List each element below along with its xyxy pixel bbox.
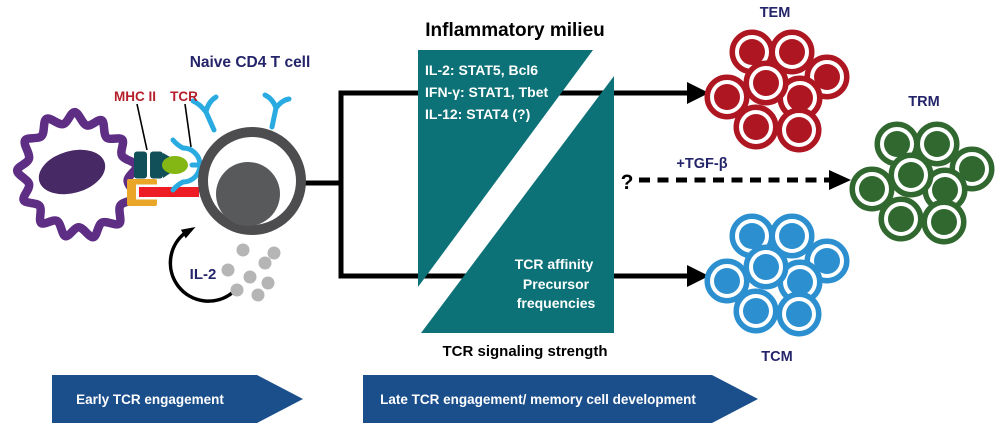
mhc-label: MHC II	[114, 89, 156, 104]
il2-dot	[230, 283, 244, 297]
il2-loop-arrowhead	[180, 227, 196, 239]
il2-dot	[236, 243, 250, 257]
memory-cell-body	[743, 114, 769, 140]
early-tcr-banner-label: Early TCR engagement	[76, 392, 224, 407]
naive-tcell-label: Naive CD4 T cell	[190, 54, 311, 71]
memory-cell-body	[924, 131, 950, 157]
arrowhead-to-tem	[687, 82, 709, 104]
memory-cell-body	[932, 177, 958, 203]
memory-cell-body	[753, 70, 779, 96]
question-mark-label: ?	[621, 171, 634, 194]
memory-cell-body	[814, 64, 840, 90]
apc-cell	[12, 107, 141, 242]
memory-cell-body	[786, 301, 812, 327]
il2-dots	[221, 243, 281, 302]
peptide-antigen	[162, 156, 188, 174]
trm-cells	[849, 121, 995, 245]
naive-tcell-nucleus	[216, 162, 280, 226]
immune-synapse	[127, 103, 209, 206]
memory-cell-body	[739, 39, 765, 65]
tcr-pointer-line	[184, 103, 192, 148]
milieu-box-caption: TCR signaling strength	[443, 343, 608, 360]
surface-receptor-icons	[190, 92, 292, 133]
signal-line-1: IL-2: STAT5, Bcl6	[425, 62, 538, 78]
trm-cluster	[849, 121, 995, 245]
milieu-box-signals-panel	[418, 50, 593, 287]
il2-dot	[251, 288, 265, 302]
il2-secretion	[168, 227, 281, 303]
milieu-signal-lines: IL-2: STAT5, Bcl6 IFN-γ: STAT1, Tbet IL-…	[425, 62, 548, 122]
signal-line-2: IFN-γ: STAT1, Tbet	[425, 84, 548, 100]
late-tcr-banner-shape	[363, 375, 758, 423]
tem-cluster	[704, 29, 850, 153]
arrowhead-to-tcm	[687, 265, 709, 287]
naive-tcell	[190, 92, 306, 235]
memory-cell-body	[743, 298, 769, 324]
memory-cell-body	[884, 131, 910, 157]
tcr-signal-bar	[139, 187, 199, 197]
memory-cell-body	[753, 254, 779, 280]
il2-dot	[267, 246, 281, 260]
milieu-box-title: Inflammatory milieu	[425, 20, 605, 41]
apc-nucleus	[38, 149, 106, 195]
il2-dot	[221, 263, 235, 277]
signal-line-3: IL-12: STAT4 (?)	[425, 106, 530, 122]
tem-label: TEM	[760, 5, 791, 21]
milieu-box-tcr-panel	[421, 76, 614, 333]
factor-line-2: Precursor	[523, 276, 590, 292]
tcr-arc-flare-top	[170, 137, 186, 151]
mhc-chain-2	[150, 151, 163, 179]
tem-cells	[704, 29, 850, 153]
il2-dot	[243, 270, 257, 284]
tcm-cluster	[704, 213, 850, 337]
memory-cell-body	[787, 269, 813, 295]
memory-cell-body	[786, 117, 812, 143]
memory-cell-body	[859, 176, 885, 202]
memory-cell-body	[779, 39, 805, 65]
tcr-arc-flare-bottom	[170, 179, 186, 193]
late-tcr-banner-label: Late TCR engagement/ memory cell develop…	[380, 392, 696, 407]
late-tcr-banner: Late TCR engagement/ memory cell develop…	[363, 375, 758, 423]
tcr-label: TCR	[170, 89, 198, 104]
memory-cell-body	[714, 84, 740, 110]
memory-cell-body	[779, 223, 805, 249]
arrowhead-to-trm	[829, 170, 851, 190]
tgfb-label: +TGF-β	[676, 156, 727, 172]
memory-cell-body	[787, 85, 813, 111]
mhc-pointer-line	[136, 103, 148, 151]
memory-cell-body	[959, 156, 985, 182]
dashed-tgfb-arrow	[639, 170, 851, 190]
il2-dot	[261, 276, 275, 290]
memory-cell-body	[898, 162, 924, 188]
factor-line-3: frequencies	[517, 295, 596, 311]
il2-label: IL-2	[190, 266, 217, 283]
mhc-chain-1	[134, 151, 147, 179]
trm-label: TRM	[908, 94, 939, 110]
il2-loop-arrow	[168, 231, 234, 303]
tcm-cells	[704, 213, 850, 337]
early-tcr-banner: Early TCR engagement	[52, 375, 303, 423]
memory-cell-body	[888, 206, 914, 232]
il2-dot	[258, 256, 272, 270]
y-receptor-icon-2	[262, 92, 292, 130]
milieu-tcr-factor-lines: TCR affinity Precursor frequencies	[515, 256, 596, 311]
memory-cell-body	[739, 223, 765, 249]
early-tcr-banner-shape	[52, 375, 303, 423]
tcr-receptor-arc	[170, 137, 209, 193]
factor-line-1: TCR affinity	[515, 256, 594, 272]
label-pointer-lines	[136, 103, 192, 151]
memory-cell-body	[931, 209, 957, 235]
y-receptor-icon-1	[190, 94, 219, 133]
tcm-label: TCM	[761, 349, 792, 365]
memory-cell-body	[714, 268, 740, 294]
memory-cell-body	[814, 248, 840, 274]
